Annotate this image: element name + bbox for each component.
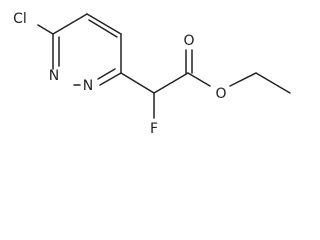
bond-calpha-ccarbonyl — [153, 72, 189, 94]
pyridazine-ring — [52, 13, 122, 86]
bond-oester-ch2 — [229, 72, 257, 87]
bond-c5-c4 — [86, 13, 122, 35]
bond-c5-c4-inner — [88, 19, 118, 38]
fluorine-atom-label: F — [150, 121, 158, 137]
bond-c6-cl — [37, 24, 54, 35]
chemical-structure-diagram: Cl N N F O O — [13, 11, 291, 137]
bond-c3-n2 — [99, 72, 122, 86]
bond-c6-c5 — [52, 13, 88, 35]
bond-ccarbonyl-oester — [187, 72, 211, 87]
chlorine-atom-label: Cl — [13, 11, 27, 27]
ring-nitrogen-2-label: N — [83, 78, 93, 94]
ester-oxygen-label: O — [215, 86, 226, 102]
carbonyl-oxygen-label: O — [183, 33, 194, 49]
bond-c3-n2-inner — [97, 68, 116, 80]
side-chain — [120, 49, 291, 119]
bond-ch2-ch3 — [255, 72, 291, 94]
bond-c3-calpha — [120, 72, 155, 94]
ring-nitrogen-1-label: N — [49, 68, 59, 84]
